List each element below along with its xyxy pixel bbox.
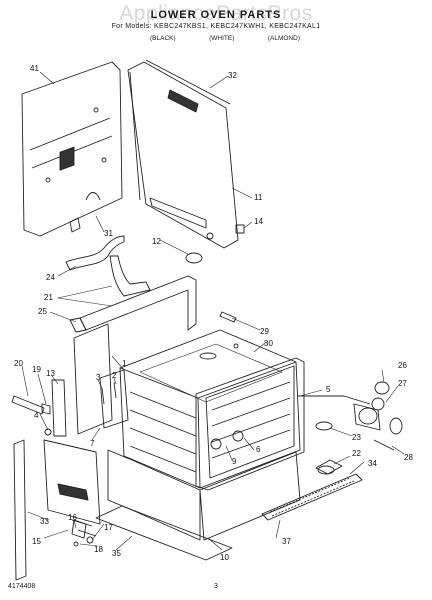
model-list: For Models: KEBC247KBS1, KEBC247KWH1, KE… xyxy=(111,23,321,30)
spring-15 xyxy=(71,519,93,527)
callout-7: 7 xyxy=(90,439,95,448)
callout-5: 5 xyxy=(326,385,331,394)
oven-cavity xyxy=(119,329,301,489)
page-title: LOWER OVEN PARTS xyxy=(150,9,282,21)
valve-assembly xyxy=(353,403,403,435)
callout-31: 31 xyxy=(104,229,113,238)
variant-white: (WHITE) xyxy=(209,35,235,42)
control-box xyxy=(43,439,101,539)
callout-29: 29 xyxy=(260,327,269,336)
watermark: AppliancePartsPros xyxy=(119,2,313,25)
callout-3: 3 xyxy=(96,373,101,382)
cap-26 xyxy=(374,381,390,395)
callout-4: 4 xyxy=(34,411,39,420)
grommet-12 xyxy=(185,252,203,264)
igniter-22 xyxy=(315,459,343,475)
callout-37: 37 xyxy=(282,537,291,546)
front-frame-30 xyxy=(195,357,305,491)
callout-35: 35 xyxy=(112,549,121,558)
screw-3 xyxy=(101,387,105,405)
fitting-28 xyxy=(373,439,395,451)
document-id: 4174408 xyxy=(8,583,36,590)
rack-guides xyxy=(129,391,197,473)
callout-21: 21 xyxy=(44,293,53,302)
variant-almond: (ALMOND) xyxy=(267,35,300,42)
callout-9: 9 xyxy=(232,457,237,466)
back-panel-41 xyxy=(21,61,123,237)
element-cup-23 xyxy=(315,421,333,431)
hinge-13 xyxy=(51,379,67,437)
callout-6: 6 xyxy=(256,445,261,454)
vent-grille-37 xyxy=(261,473,363,521)
top-strip-32 xyxy=(145,59,231,105)
callout-24: 24 xyxy=(46,273,55,282)
callout-27: 27 xyxy=(398,379,407,388)
callout-20: 20 xyxy=(14,359,23,368)
bracket-7 xyxy=(99,369,129,429)
side-rail-33 xyxy=(13,439,27,581)
callout-30: 30 xyxy=(264,339,273,348)
color-variants: (BLACK) (WHITE) (ALMOND) xyxy=(150,35,300,42)
callout-labels: 41 32 11 14 31 12 24 21 25 29 30 1 20 19… xyxy=(14,64,413,562)
base-pan-10 xyxy=(107,449,301,541)
knob-27 xyxy=(371,397,385,411)
callout-25: 25 xyxy=(38,307,47,316)
bushing-19 xyxy=(41,403,51,415)
callout-10: 10 xyxy=(220,553,229,562)
variant-black: (BLACK) xyxy=(150,35,176,42)
callout-18: 18 xyxy=(94,545,103,554)
callout-26: 26 xyxy=(398,361,407,370)
callout-28: 28 xyxy=(404,453,413,462)
pin-17 xyxy=(86,536,94,544)
rod-20 xyxy=(11,395,45,415)
callout-14: 14 xyxy=(254,217,263,226)
burner-cup xyxy=(317,465,335,475)
vent-duct-21 xyxy=(109,255,151,297)
clip-4 xyxy=(44,428,52,436)
vent-tube-24 xyxy=(65,235,125,271)
bottom-trim-35 xyxy=(95,505,233,561)
pin-18 xyxy=(73,541,79,547)
callout-11: 11 xyxy=(254,193,263,202)
side-trim-1 xyxy=(73,323,113,435)
sensor-29 xyxy=(219,311,237,323)
callout-15: 15 xyxy=(32,537,41,546)
callout-13: 13 xyxy=(46,369,55,378)
callout-33: 33 xyxy=(40,517,49,526)
callout-12: 12 xyxy=(152,237,161,246)
callout-34: 34 xyxy=(368,459,377,468)
clip-14 xyxy=(235,224,245,234)
callout-32: 32 xyxy=(228,71,237,80)
callout-17: 17 xyxy=(104,523,113,532)
element-5 xyxy=(298,395,371,405)
side-panel-11 xyxy=(127,61,239,249)
page-number: 3 xyxy=(214,583,218,590)
callout-19: 19 xyxy=(32,365,41,374)
callout-23: 23 xyxy=(352,433,361,442)
callout-2: 2 xyxy=(112,371,117,380)
link-16 xyxy=(77,529,97,537)
frame-rail-25 xyxy=(69,275,197,333)
callout-1: 1 xyxy=(122,359,127,368)
screw-2 xyxy=(113,381,117,399)
callout-16: 16 xyxy=(68,513,77,522)
callout-41: 41 xyxy=(30,64,39,73)
callout-22: 22 xyxy=(352,449,361,458)
leader-lines xyxy=(21,71,405,551)
